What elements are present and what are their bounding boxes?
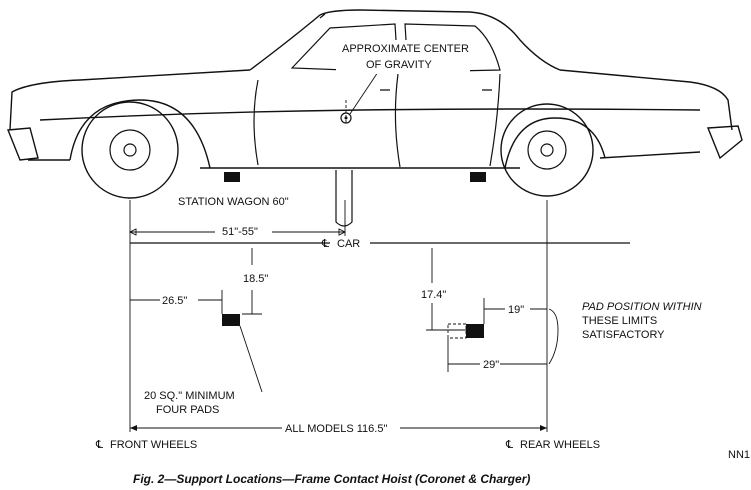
dim-18-5-label: 18.5" bbox=[243, 273, 268, 285]
dim-18-5-line bbox=[242, 248, 262, 315]
rear-pad-alt-position bbox=[447, 323, 467, 339]
car-centerline-symbol: ℄ bbox=[321, 238, 329, 250]
dim-29-label: 29" bbox=[483, 359, 499, 371]
pad-limits-line2: THESE LIMITS bbox=[582, 315, 657, 327]
cog-label-line2: OF GRAVITY bbox=[366, 59, 432, 71]
dim-19-line bbox=[483, 298, 547, 324]
car-centerline-label: CAR bbox=[337, 238, 360, 250]
rear-pad-plan bbox=[466, 324, 484, 338]
pad-limits-bracket bbox=[548, 308, 559, 365]
dim-19-label: 19" bbox=[508, 304, 524, 316]
dim-26-5-line bbox=[130, 290, 223, 314]
dim-17-4-line bbox=[426, 248, 466, 331]
cog-label-line1: APPROXIMATE CENTER bbox=[342, 43, 469, 55]
pad-limits-line3: SATISFACTORY bbox=[582, 329, 665, 341]
dim-51-55-label: 51"-55" bbox=[222, 226, 258, 238]
front-wheels-label: FRONT WHEELS bbox=[110, 439, 197, 451]
rear-wheels-label: REAR WHEELS bbox=[520, 439, 600, 451]
front-wheel bbox=[81, 101, 179, 199]
station-wagon-label: STATION WAGON 60" bbox=[178, 196, 289, 208]
pad-limits-line1: PAD POSITION WITHIN bbox=[582, 301, 702, 313]
front-pad-side-view bbox=[224, 172, 240, 182]
rear-pad-side-view bbox=[470, 172, 486, 182]
dim-51-55-line bbox=[130, 200, 346, 236]
front-pad-plan bbox=[222, 314, 240, 326]
figure-code: NN1 bbox=[728, 449, 750, 461]
rear-wheel bbox=[500, 103, 594, 197]
min-pads-line2: FOUR PADS bbox=[156, 404, 219, 416]
cog-label-bg bbox=[336, 40, 470, 74]
min-pads-leader bbox=[239, 325, 263, 393]
center-of-gravity-marker bbox=[340, 71, 379, 124]
all-models-label: ALL MODELS 116.5" bbox=[285, 423, 387, 435]
dim-29-line bbox=[447, 338, 547, 372]
front-wheels-symbol: ℄ bbox=[95, 439, 103, 451]
dim-26-5-label: 26.5" bbox=[162, 295, 187, 307]
min-pads-line1: 20 SQ." MINIMUM bbox=[144, 390, 235, 402]
rear-wheels-symbol: ℄ bbox=[505, 439, 513, 451]
figure-caption: Fig. 2—Support Locations—Frame Contact H… bbox=[133, 472, 530, 486]
dim-17-4-label: 17.4" bbox=[421, 289, 446, 301]
car-outline bbox=[7, 9, 743, 227]
